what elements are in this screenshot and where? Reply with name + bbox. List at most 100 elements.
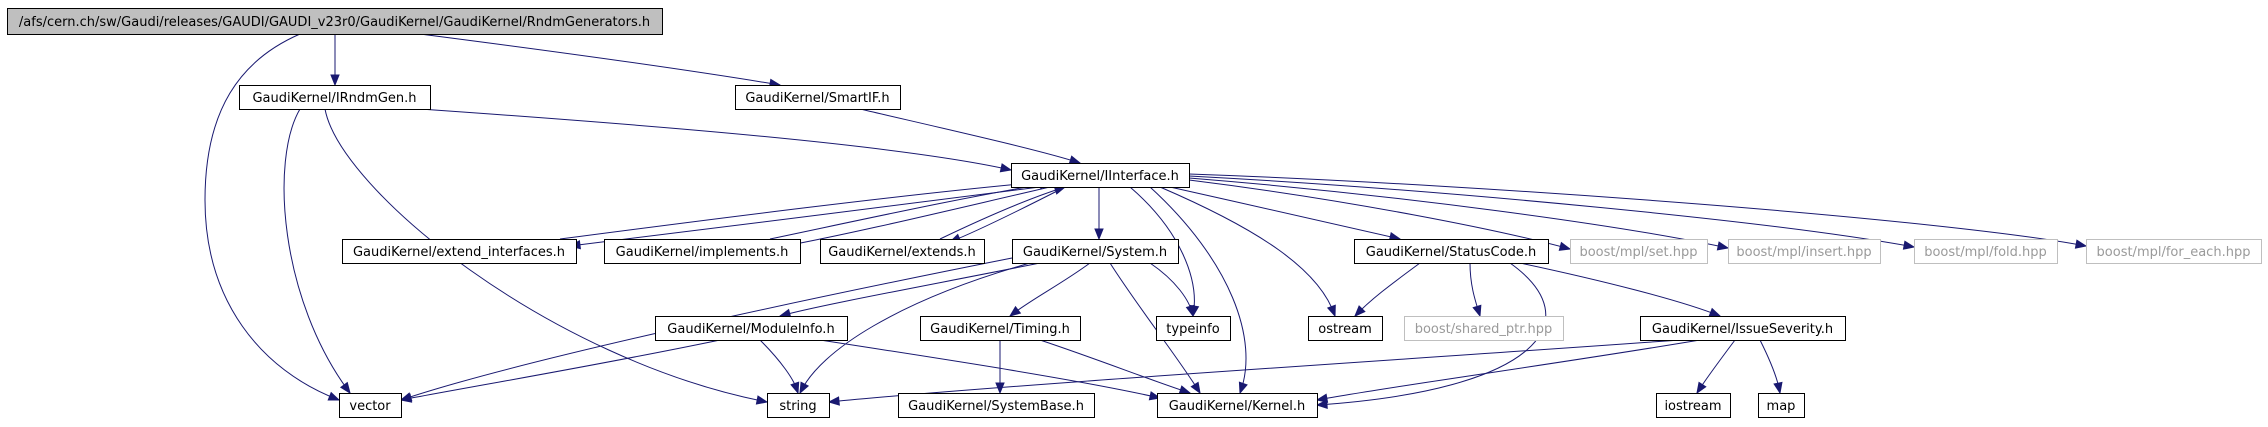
node-string[interactable]: string (767, 393, 830, 418)
node-root[interactable]: /afs/cern.ch/sw/Gaudi/releases/GAUDI/GAU… (7, 8, 663, 35)
node-issueseverity[interactable]: GaudiKernel/IssueSeverity.h (1640, 316, 1846, 341)
node-label: GaudiKernel/SmartIF.h (745, 91, 889, 106)
edge-iinterface-to-typeinfo (1129, 186, 1195, 317)
node-box (239, 85, 431, 110)
node-label: GaudiKernel/SystemBase.h (908, 399, 1084, 414)
node-iostream[interactable]: iostream (1656, 393, 1731, 418)
edge-extend_interfaces-to-iinterface (559, 182, 1031, 240)
node-box (735, 85, 901, 110)
edge-statuscode-to-kernel (1316, 262, 1547, 406)
node-label: GaudiKernel/Timing.h (930, 322, 1070, 337)
edge-irndmgen-to-string (324, 108, 768, 403)
node-box (655, 316, 848, 341)
node-box (7, 8, 663, 35)
node-label: GaudiKernel/System.h (1023, 245, 1167, 260)
node-irndmgen[interactable]: GaudiKernel/IRndmGen.h (239, 85, 431, 110)
node-moduleinfo[interactable]: GaudiKernel/ModuleInfo.h (655, 316, 848, 341)
node-ostream[interactable]: ostream (1308, 316, 1383, 341)
edge-iinterface-to-statuscode (1169, 186, 1401, 240)
node-mplset[interactable]: boost/mpl/set.hpp (1570, 239, 1708, 264)
edge-irndmgen-to-iinterface (419, 108, 1012, 171)
node-extends[interactable]: GaudiKernel/extends.h (820, 239, 985, 264)
node-iinterface[interactable]: GaudiKernel/IInterface.h (1011, 163, 1190, 188)
edge-statuscode-to-ostream (1354, 262, 1421, 317)
edge-arrowhead-root-to-irndmgen (330, 74, 340, 87)
node-box (604, 239, 801, 264)
node-system[interactable]: GaudiKernel/System.h (1012, 239, 1179, 264)
edge-arrowhead-timing-to-kernel (1178, 385, 1192, 395)
node-timing[interactable]: GaudiKernel/Timing.h (920, 316, 1081, 341)
node-box (1404, 316, 1564, 341)
edge-arrowhead-issueseverity-to-map (1773, 381, 1783, 395)
edge-iinterface-to-extends (949, 186, 1066, 243)
node-label: boost/mpl/for_each.hpp (2097, 245, 2251, 260)
node-label: boost/mpl/set.hpp (1579, 245, 1697, 260)
edge-iinterface-to-extend_interfaces (569, 186, 1041, 247)
edge-arrowhead-statuscode-to-sharedptr (1472, 304, 1482, 318)
edge-arrowhead-irndmgen-to-iinterface (999, 163, 1013, 173)
edge-issueseverity-to-string (828, 339, 1681, 403)
node-label: GaudiKernel/extends.h (828, 245, 976, 260)
edge-arrowhead-statuscode-to-ostream (1354, 305, 1366, 317)
node-systembase[interactable]: GaudiKernel/SystemBase.h (898, 393, 1095, 418)
edge-arrowhead-system-to-timing (1008, 305, 1022, 317)
node-box (342, 239, 577, 264)
edges-layer (204, 33, 2088, 409)
node-map[interactable]: map (1758, 393, 1805, 418)
node-box (1156, 316, 1231, 341)
edge-iinterface-to-mplinsert (1188, 177, 1729, 249)
node-box (1570, 239, 1708, 264)
edge-root-to-vector (204, 33, 340, 401)
node-label: map (1767, 399, 1796, 414)
edge-arrowhead-iinterface-to-mplinsert (1716, 241, 1730, 251)
node-typeinfo[interactable]: typeinfo (1156, 316, 1231, 341)
node-label: GaudiKernel/Kernel.h (1169, 399, 1306, 414)
edge-moduleinfo-to-kernel (819, 339, 1161, 399)
edge-issueseverity-to-kernel (1316, 339, 1701, 401)
node-label: GaudiKernel/ModuleInfo.h (667, 322, 834, 337)
edge-arrowhead-system-to-string (799, 381, 810, 395)
node-box (820, 239, 985, 264)
node-label: GaudiKernel/IRndmGen.h (252, 91, 416, 106)
edge-implements-to-iinterface (769, 182, 1051, 240)
node-box (1012, 239, 1179, 264)
edge-arrowhead-iinterface-to-system (1094, 228, 1104, 241)
node-label: iostream (1664, 399, 1721, 414)
node-label: GaudiKernel/StatusCode.h (1366, 245, 1536, 260)
edge-irndmgen-to-vector (283, 108, 351, 394)
node-label: ostream (1318, 322, 1372, 337)
node-label: GaudiKernel/implements.h (616, 245, 789, 260)
edge-statuscode-to-issueseverity (1519, 262, 1721, 317)
node-sharedptr[interactable]: boost/shared_ptr.hpp (1404, 316, 1564, 341)
node-box (1656, 393, 1731, 418)
node-box (1308, 316, 1383, 341)
edge-arrowhead-moduleinfo-to-vector (399, 393, 413, 403)
edge-arrowhead-statuscode-to-issueseverity (1708, 307, 1722, 317)
node-vector[interactable]: vector (339, 393, 402, 418)
node-box (1914, 239, 2058, 264)
node-smartif[interactable]: GaudiKernel/SmartIF.h (735, 85, 901, 110)
node-label: GaudiKernel/extend_interfaces.h (353, 245, 565, 260)
edge-arrowhead-iinterface-to-mplforeach (2074, 239, 2088, 249)
node-label: GaudiKernel/IInterface.h (1021, 169, 1179, 184)
node-mplfold[interactable]: boost/mpl/fold.hpp (1914, 239, 2058, 264)
node-label: string (779, 399, 816, 414)
edge-arrowhead-irndmgen-to-string (755, 395, 769, 405)
node-implements[interactable]: GaudiKernel/implements.h (604, 239, 801, 264)
edge-iinterface-to-mplforeach (1188, 173, 2087, 247)
node-kernel[interactable]: GaudiKernel/Kernel.h (1157, 393, 1318, 418)
node-box (1758, 393, 1805, 418)
node-statuscode[interactable]: GaudiKernel/StatusCode.h (1354, 239, 1549, 264)
node-mplforeach[interactable]: boost/mpl/for_each.hpp (2086, 239, 2262, 264)
edge-arrowhead-moduleinfo-to-string (790, 381, 800, 395)
node-label: GaudiKernel/IssueSeverity.h (1652, 322, 1833, 337)
edge-arrowhead-issueseverity-to-iostream (1696, 381, 1707, 395)
node-box (1354, 239, 1549, 264)
node-mplinsert[interactable]: boost/mpl/insert.hpp (1728, 239, 1881, 264)
node-box (767, 393, 830, 418)
node-box (1011, 163, 1190, 188)
edge-arrowhead-system-to-kernel (1190, 381, 1201, 395)
node-extend-interfaces[interactable]: GaudiKernel/extend_interfaces.h (342, 239, 577, 264)
node-box (2086, 239, 2262, 264)
